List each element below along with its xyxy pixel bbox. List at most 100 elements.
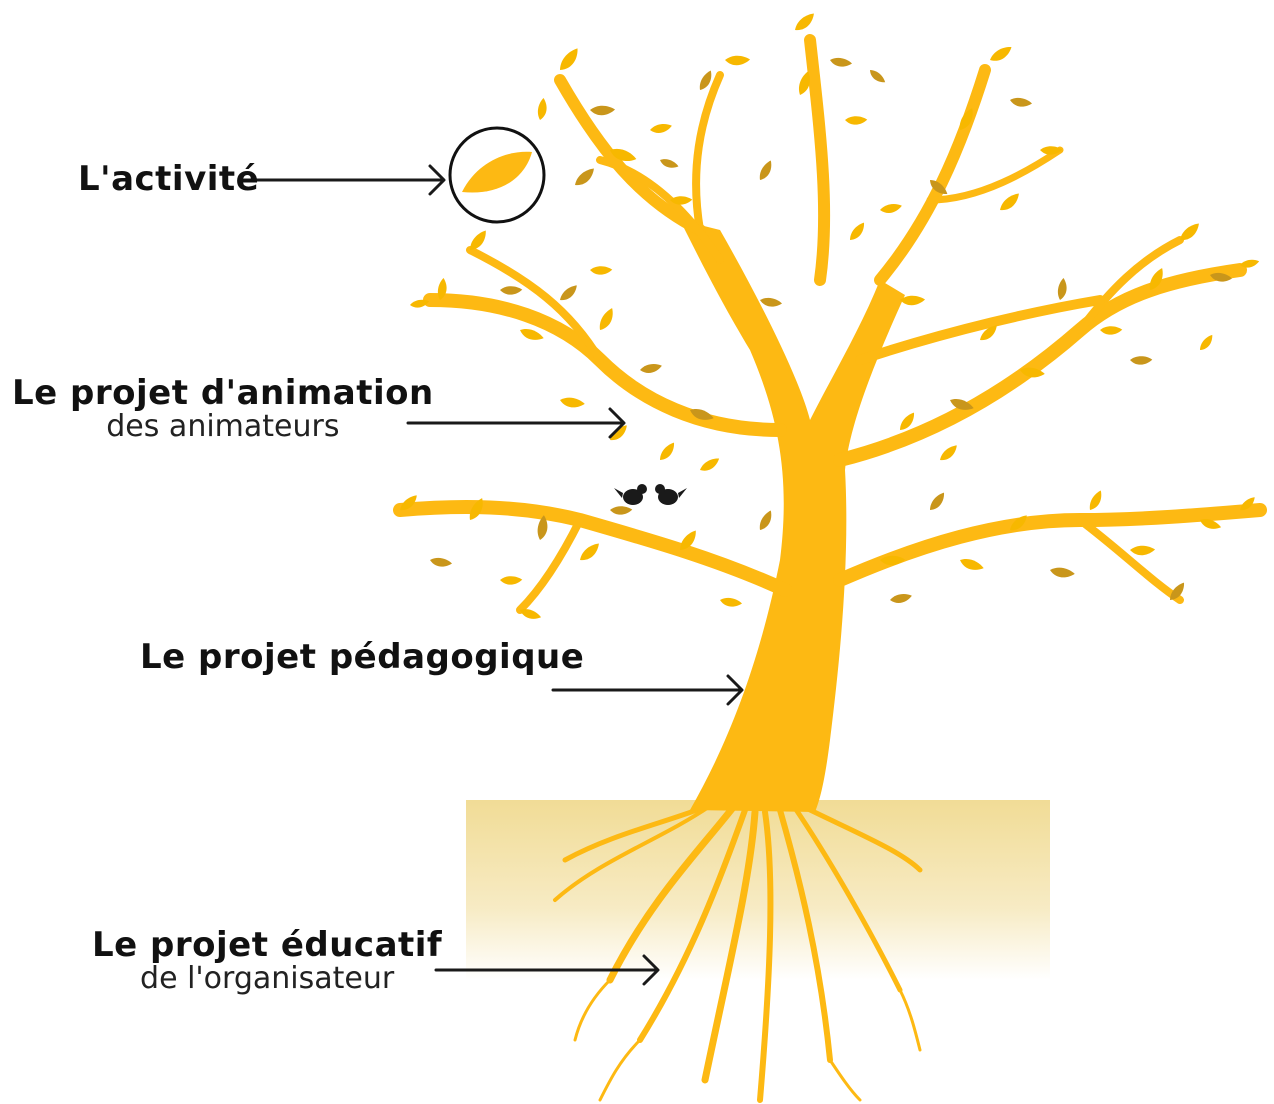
label-pedagogical-text: Le projet pédagogique [140,637,585,677]
leaf [795,13,814,31]
leaf [940,445,957,461]
leaf [900,295,926,306]
leaf [845,116,868,125]
leaf [798,71,810,95]
leaf [560,48,578,70]
branches [393,34,1267,614]
leaf [759,160,772,180]
leaf [1240,497,1255,511]
leaf [690,408,714,420]
leaf [537,515,548,540]
birds [614,484,687,505]
leaf [880,204,902,213]
leaf [1240,259,1260,268]
leaf [1010,97,1033,107]
label-pedagogical-project: Le projet pédagogique [140,640,584,674]
leaf [930,180,948,195]
label-activity-text: L'activité [78,159,260,199]
arrows [242,164,744,986]
leaf [1089,490,1102,510]
leaf [660,442,675,460]
leaf [470,230,486,250]
label-activity: L'activité [78,162,259,196]
leaf [850,222,865,240]
label-animation-sub: des animateurs [106,409,340,444]
leaf [670,196,693,205]
leaf [1050,567,1075,578]
leaf [500,576,523,585]
leaf [520,609,542,619]
arrow-educational [434,954,660,986]
leaf [430,557,453,567]
arrow-pedagogical [551,674,744,706]
leaf [400,495,417,511]
leaf [410,299,430,308]
leaf [1057,277,1067,300]
leaf [537,97,547,120]
soil-band [466,800,1050,980]
leaf [959,108,973,130]
leaf [699,70,712,90]
leaf [1200,334,1213,350]
leaf [500,286,523,295]
leaf [680,530,696,550]
leaf [760,297,783,307]
label-animation-title: Le projet d'animation [12,373,434,413]
leaf [1180,223,1199,241]
leaf [560,397,585,408]
leaf [700,458,720,471]
leaves [400,13,1260,619]
leaf [870,70,886,83]
leaf [437,277,447,300]
leaf [590,266,613,275]
label-animation-project: Le projet d'animation des animateurs [12,376,434,442]
leaf [960,558,984,570]
leaf [1130,545,1156,556]
leaf [1020,367,1045,378]
leaf [900,412,915,430]
leaf [880,555,906,566]
leaf [640,364,662,373]
leaf [599,308,613,330]
leaf [980,325,997,341]
leaf [1000,193,1019,211]
leaf [1200,519,1222,529]
leaf [990,47,1012,61]
leaf [930,492,945,510]
leaf [950,398,974,410]
leaf [720,597,743,607]
leaf [575,168,594,186]
leaf [660,159,679,168]
leaf [650,124,672,133]
leaf [610,506,633,515]
leaf [590,105,616,116]
leaf [610,148,637,161]
leaf [1210,272,1233,282]
arrow-animation [406,407,626,439]
label-educational-sub: de l'organisateur [140,961,395,996]
leaf [560,285,577,301]
activity-leaf-icon [462,151,532,193]
leaf [1149,268,1163,290]
label-educational-title: Le projet éducatif [92,925,443,965]
arrow-activity [242,164,446,196]
leaf [890,594,912,603]
label-educational-project: Le projet éducatif de l'organisateur [92,928,442,994]
leaf [520,328,544,340]
leaf [759,510,772,530]
leaf [830,57,853,67]
leaf [580,543,599,561]
leaf [1010,515,1027,531]
leaf [1130,356,1153,365]
leaf [610,425,627,441]
leaf [1100,326,1123,335]
bird-left [623,489,643,505]
leaf [1040,146,1063,155]
trunk [680,220,905,812]
activity-highlight-circle [448,126,546,224]
leaf [1170,582,1185,600]
leaf [469,498,483,520]
leaf [725,55,751,66]
